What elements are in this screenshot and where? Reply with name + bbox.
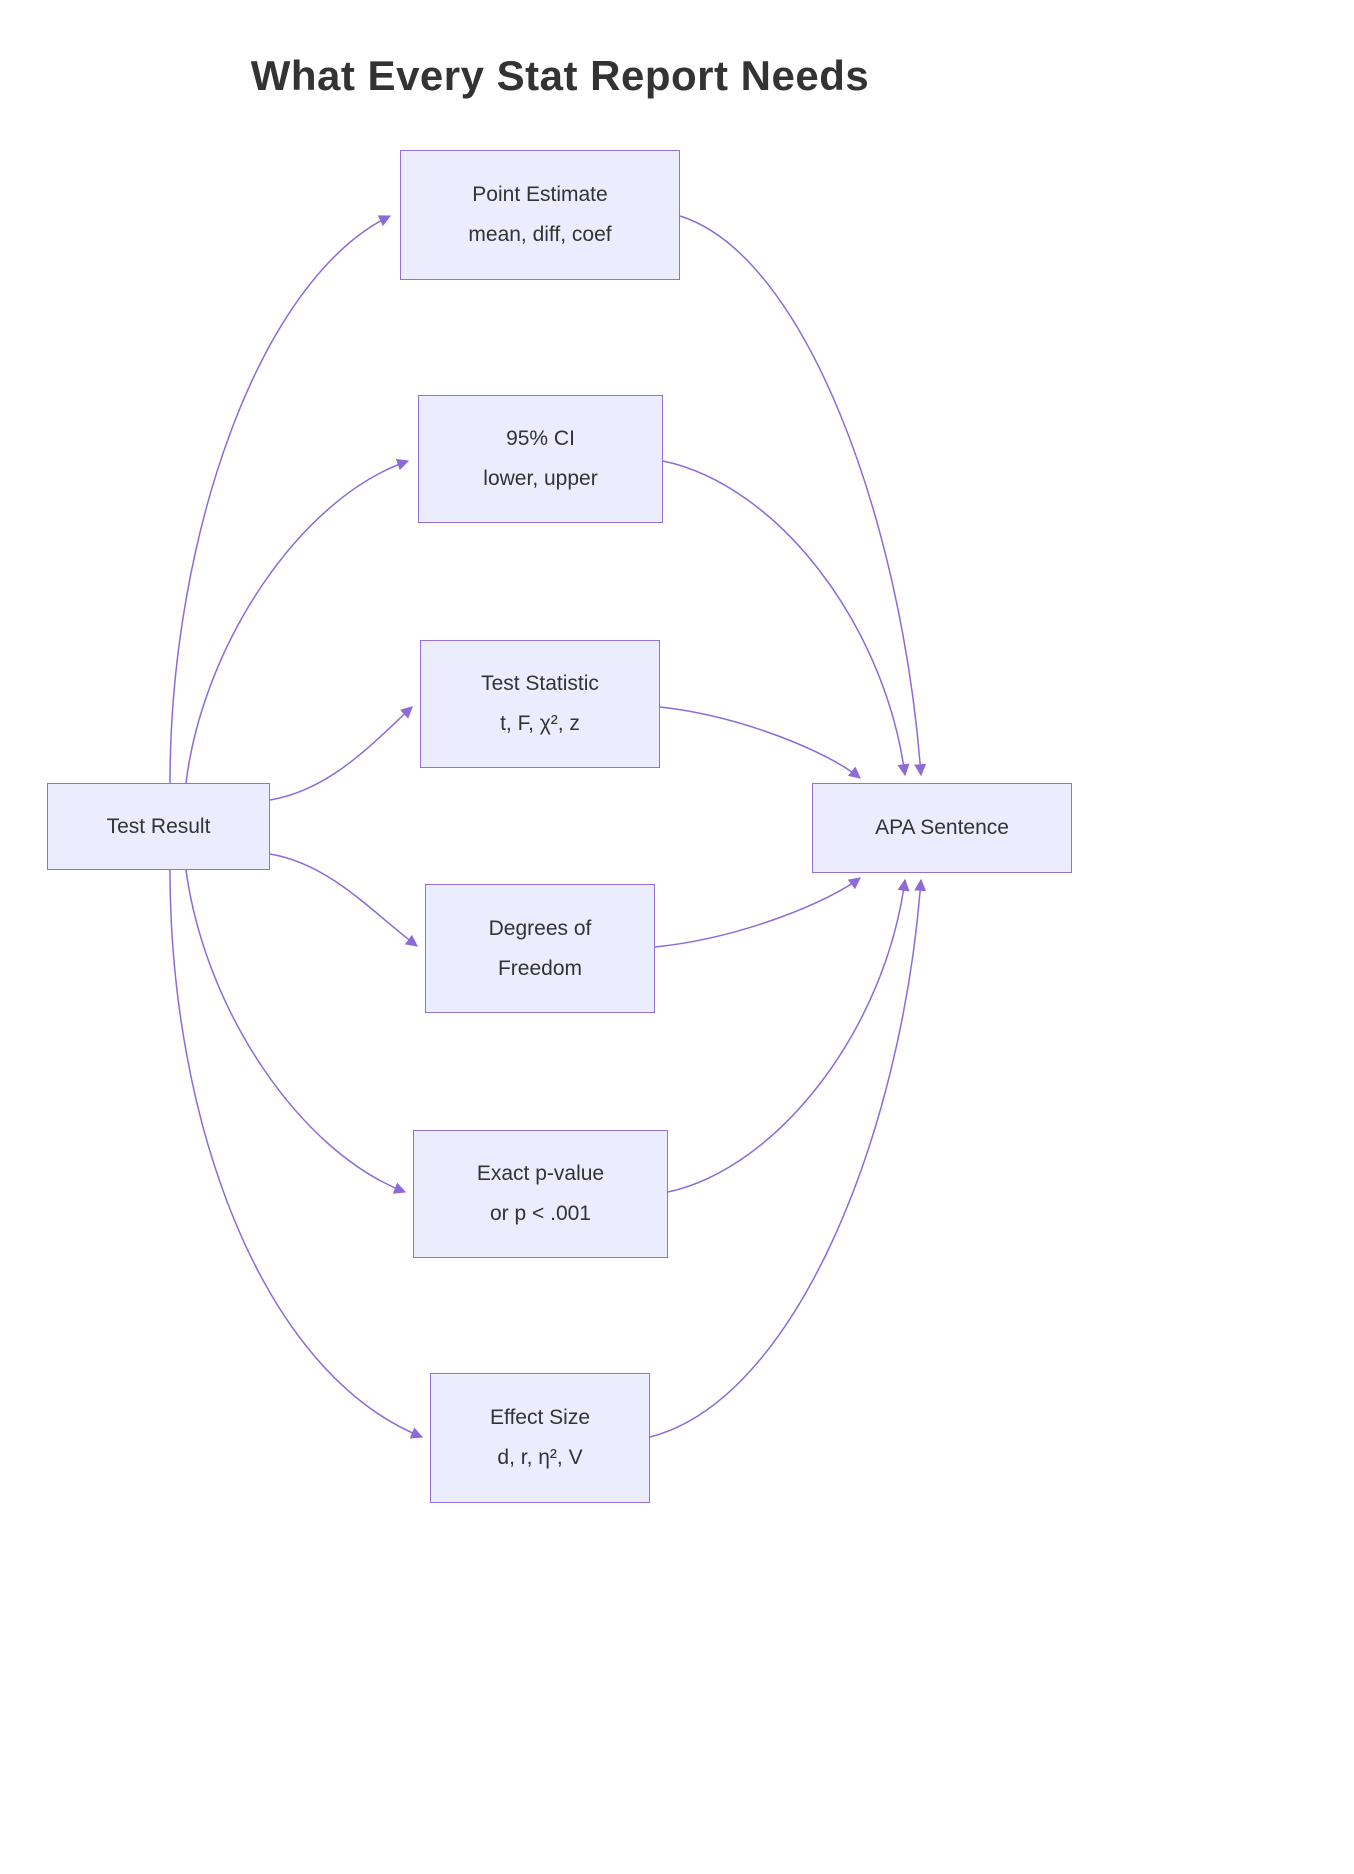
node-test-statistic: Test Statistic t, F, χ², z — [420, 640, 660, 768]
node-test-statistic-line1: Test Statistic — [481, 672, 599, 695]
node-effect-size-line2: d, r, η², V — [497, 1446, 583, 1469]
node-95-ci: 95% CI lower, upper — [418, 395, 663, 523]
edge-test-result-to-p-value — [185, 869, 407, 1194]
node-effect-size: Effect Size d, r, η², V — [430, 1373, 650, 1503]
node-apa-sentence-label: APA Sentence — [875, 816, 1009, 839]
node-test-statistic-line2: t, F, χ², z — [500, 712, 580, 735]
edge-test-result-to-effect-size — [169, 869, 424, 1439]
edge-test-result-to-test-statistic — [269, 706, 413, 801]
edge-test-result-to-ci — [185, 458, 410, 784]
node-point-estimate-line1: Point Estimate — [472, 183, 608, 206]
edge-test-result-to-point-estimate — [169, 215, 392, 784]
node-degrees-of-freedom-line1: Degrees of — [488, 916, 592, 940]
edge-dof-to-apa — [654, 877, 861, 948]
node-effect-size-line1: Effect Size — [490, 1406, 590, 1429]
edge-p-value-to-apa — [667, 878, 910, 1193]
node-point-estimate-line2: mean, diff, coef — [468, 223, 612, 246]
node-exact-p-value-line1: Exact p-value — [476, 1162, 605, 1185]
node-point-estimate: Point Estimate mean, diff, coef — [400, 150, 680, 280]
node-degrees-of-freedom-line2: Freedom — [497, 956, 583, 980]
edge-test-result-to-dof — [269, 853, 418, 947]
edge-ci-to-apa — [662, 460, 910, 777]
diagram-title: What Every Stat Report Needs — [250, 52, 870, 99]
node-95-ci-line1: 95% CI — [506, 427, 575, 450]
edge-effect-size-to-apa — [649, 878, 927, 1438]
edge-test-statistic-to-apa — [659, 706, 861, 779]
node-test-result: Test Result — [47, 783, 270, 870]
node-test-result-label: Test Result — [106, 814, 211, 838]
edge-point-estimate-to-apa — [679, 215, 927, 777]
node-exact-p-value: Exact p-value or p < .001 — [413, 1130, 668, 1258]
node-exact-p-value-line2: or p < .001 — [490, 1202, 591, 1225]
node-degrees-of-freedom: Degrees of Freedom — [425, 884, 655, 1013]
node-apa-sentence: APA Sentence — [812, 783, 1072, 873]
node-95-ci-line2: lower, upper — [483, 467, 598, 490]
